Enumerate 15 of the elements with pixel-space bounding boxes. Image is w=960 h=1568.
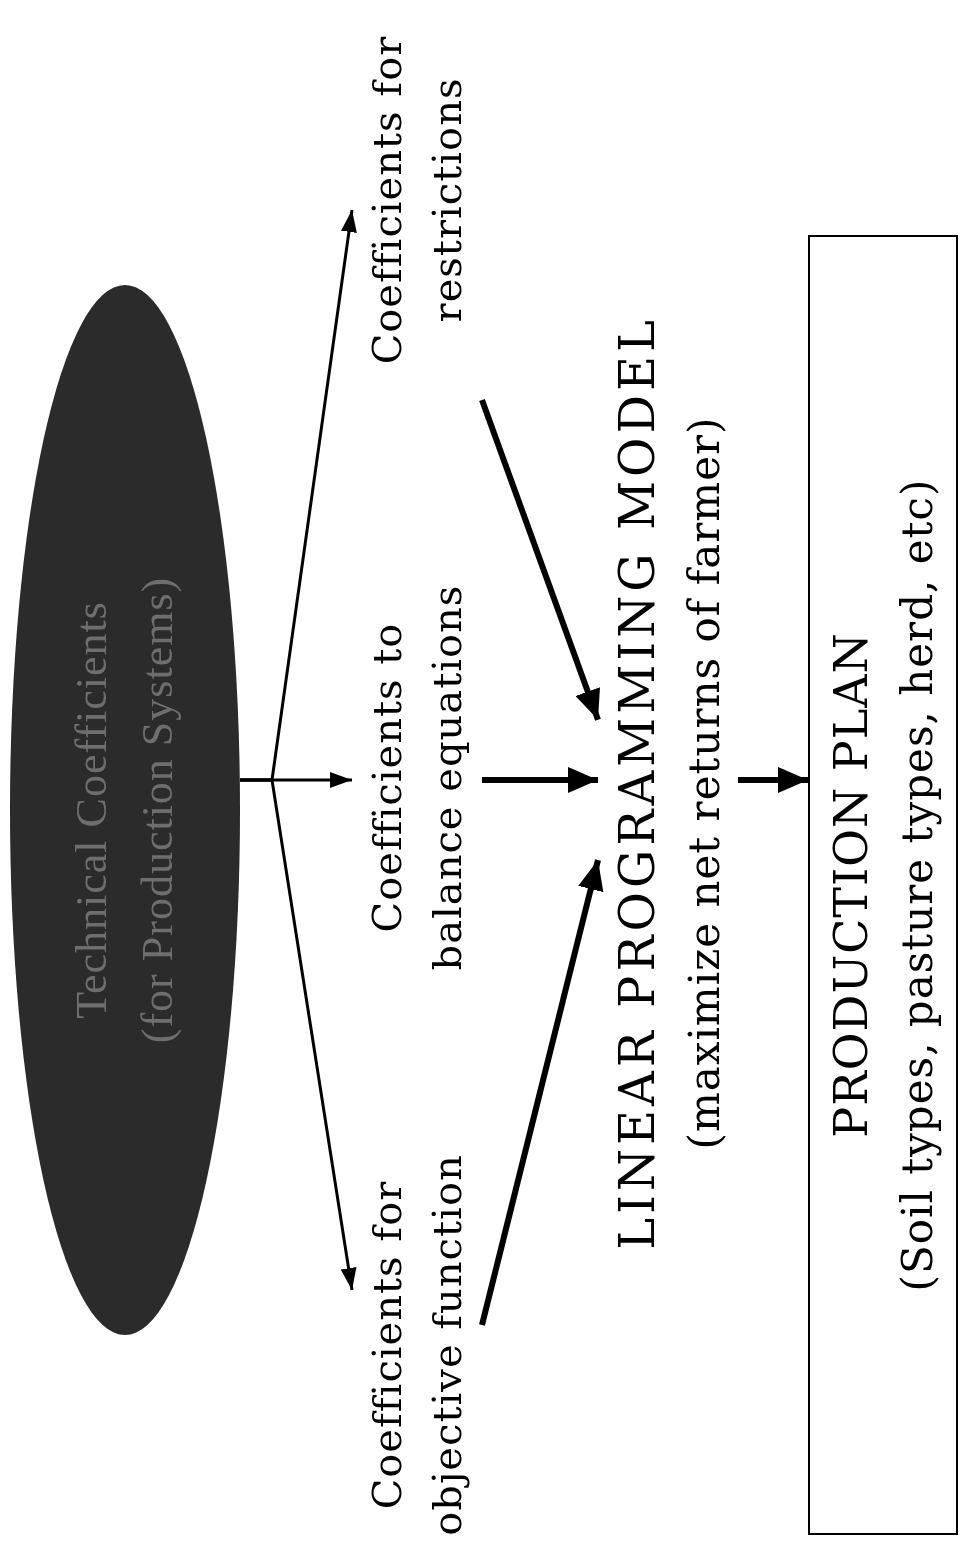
arrow bbox=[479, 398, 601, 721]
node-label: Coefficients to balance equations bbox=[352, 555, 482, 1000]
arrow bbox=[738, 766, 808, 793]
node-subtitle: (for Production Systems) bbox=[132, 576, 183, 1044]
node-subtitle: (maximize net returns of farmer) bbox=[678, 416, 730, 1150]
node-subtitle: (Soil types, pasture types, herd, etc) bbox=[892, 478, 943, 1292]
arrow bbox=[482, 766, 598, 793]
node-label: Coefficients for objective function bbox=[352, 1130, 482, 1560]
node-title: LINEAR PROGRAMMING MODEL bbox=[607, 316, 666, 1250]
arrow bbox=[479, 859, 604, 1326]
node-title: PRODUCTION PLAN bbox=[823, 632, 879, 1138]
arrow bbox=[240, 778, 357, 1291]
node-title: Technical Coefficients bbox=[66, 601, 117, 1019]
node-label: Coefficients for restrictions bbox=[352, 0, 482, 400]
output-box bbox=[808, 235, 958, 1535]
